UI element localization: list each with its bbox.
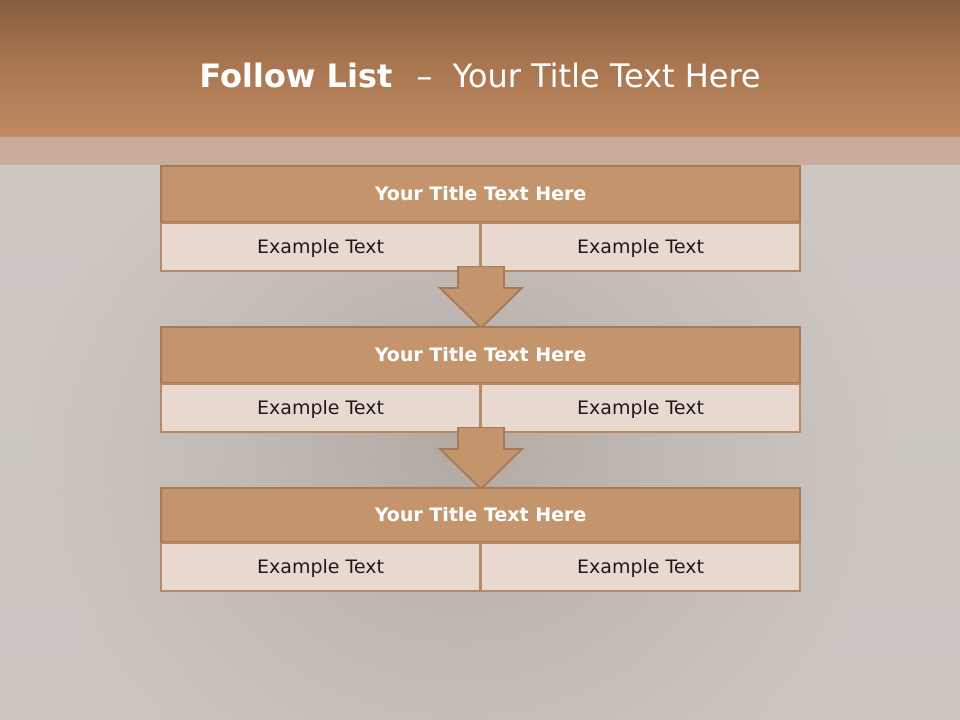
header-strip <box>0 137 960 165</box>
step-title: Your Title Text Here <box>160 487 801 543</box>
step-cell-right: Example Text <box>481 383 801 433</box>
step-cells: Example Text Example Text <box>160 383 801 433</box>
flow-step-2: Your Title Text Here Example Text Exampl… <box>160 326 801 433</box>
flow-step-1: Your Title Text Here Example Text Exampl… <box>160 165 801 272</box>
step-cell-left: Example Text <box>160 542 481 592</box>
down-arrow-icon <box>437 266 525 330</box>
step-cell-right: Example Text <box>481 222 801 272</box>
step-cell-right: Example Text <box>481 542 801 592</box>
slide-title-rest: Your Title Text Here <box>452 57 761 95</box>
flow-step-3: Your Title Text Here Example Text Exampl… <box>160 487 801 592</box>
slide-title-separator: – <box>416 57 433 95</box>
step-cells: Example Text Example Text <box>160 222 801 272</box>
step-title: Your Title Text Here <box>160 165 801 223</box>
step-cell-left: Example Text <box>160 383 481 433</box>
step-cells: Example Text Example Text <box>160 542 801 592</box>
header-band <box>0 0 960 137</box>
slide-title-bold: Follow List <box>199 57 393 95</box>
step-title: Your Title Text Here <box>160 326 801 384</box>
step-cell-left: Example Text <box>160 222 481 272</box>
slide-title: Follow List – Your Title Text Here <box>0 52 960 100</box>
down-arrow-icon <box>437 427 525 491</box>
